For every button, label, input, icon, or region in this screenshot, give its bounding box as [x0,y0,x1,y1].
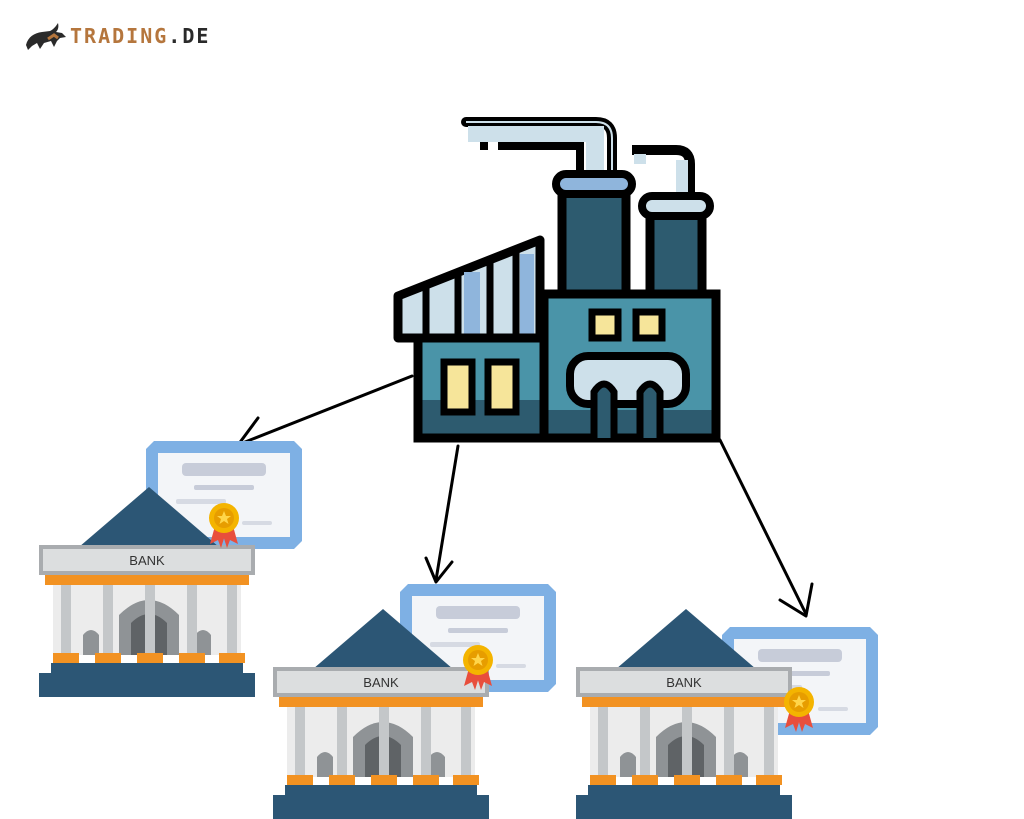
arrow-to-bank-middle [424,444,460,584]
bull-icon [26,23,66,50]
arrow-to-bank-left [236,374,414,454]
brand-logo[interactable]: TRADING.DE [22,16,210,56]
arrow-to-bank-right [718,438,814,618]
bank-building-middle: BANK [273,609,489,819]
brand-name-part1: TRADING [70,24,169,48]
brand-name-part2: .DE [168,24,211,48]
bank-building-right: BANK [576,609,792,819]
factory-icon [393,117,721,443]
brand-name: TRADING.DE [70,24,210,48]
bank-building-left: BANK [39,487,255,697]
bank-label: BANK [129,553,165,568]
bank-label: BANK [666,675,702,690]
bank-label: BANK [363,675,399,690]
